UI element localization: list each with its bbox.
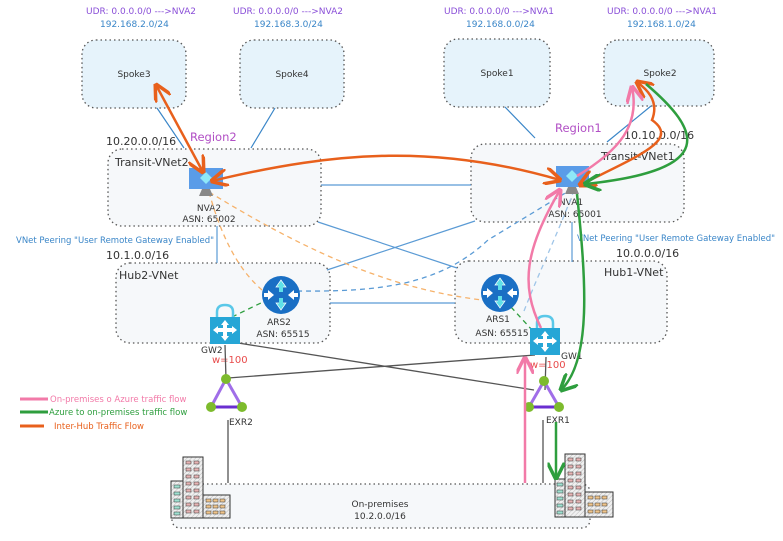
on-premises-cidr: 10.2.0.0/16 (354, 512, 406, 522)
transit-vnet2-label: Transit-VNet2 (114, 156, 189, 169)
spoke4-cidr: 192.168.3.0/24 (254, 20, 323, 30)
spoke1-udr: UDR: 0.0.0.0/0 --->NVA1 (444, 7, 554, 17)
ars1-label: ARS1 (486, 315, 510, 325)
spoke1-label: Spoke1 (480, 69, 513, 79)
flow-nva2-nva1 (212, 154, 560, 181)
spoke2-label: Spoke2 (643, 69, 676, 79)
ars2-icon[interactable] (262, 276, 300, 314)
azure-to-onprem-flow (556, 83, 689, 478)
gw1-icon[interactable] (530, 314, 560, 355)
bgp-session-lines (208, 191, 574, 331)
flow-spoke2-nva1 (585, 83, 689, 184)
ars1-icon[interactable] (481, 274, 519, 312)
spoke1-box[interactable] (443, 38, 551, 108)
spoke3-cidr: 192.168.2.0/24 (100, 20, 169, 30)
hub1-label: Hub1-VNet (604, 266, 664, 279)
spoke2[interactable]: UDR: 0.0.0.0/0 --->NVA1 192.168.1.0/24 S… (603, 7, 717, 107)
nva2-label: NVA2 (197, 204, 221, 214)
legend-label-inter-hub: Inter-Hub Traffic Flow (54, 422, 144, 432)
gw2-icon[interactable] (210, 303, 240, 344)
hub2-cidr: 10.1.0.0/16 (106, 249, 169, 262)
spoke4-udr: UDR: 0.0.0.0/0 --->NVA2 (233, 7, 343, 17)
gw2-weight: w=100 (212, 355, 248, 366)
transit-vnet2-cidr: 10.20.0.0/16 (106, 135, 176, 148)
exr2-label: EXR2 (229, 418, 253, 428)
nva1-asn: ASN: 65001 (548, 210, 601, 220)
building-icon-right (554, 453, 614, 518)
spoke1-cidr: 192.168.0.0/24 (466, 20, 535, 30)
spoke1[interactable]: UDR: 0.0.0.0/0 --->NVA1 192.168.0.0/24 S… (443, 7, 554, 108)
ars1-asn: ASN: 65515 (475, 329, 528, 339)
flow-gw1-nva1 (527, 190, 560, 329)
gw2-label: GW2 (201, 346, 223, 356)
exr1-label: EXR1 (546, 416, 570, 426)
region1-label: Region1 (555, 121, 602, 135)
spoke3-udr: UDR: 0.0.0.0/0 --->NVA2 (86, 7, 196, 17)
spoke3-label: Spoke3 (117, 70, 150, 80)
building-icon-left (170, 456, 231, 519)
inter-hub-flow (156, 82, 663, 185)
ars2-asn: ASN: 65515 (256, 330, 309, 340)
exr1-icon[interactable] (524, 376, 564, 412)
region2-label: Region2 (190, 130, 237, 144)
on-premises[interactable]: On-premises 10.2.0.0/16 (171, 483, 591, 529)
spoke4[interactable]: UDR: 0.0.0.0/0 --->NVA2 192.168.3.0/24 S… (233, 7, 345, 109)
flow-nva1-spoke2 (580, 82, 663, 185)
gw1-label: GW1 (561, 352, 583, 362)
spoke2-cidr: 192.168.1.0/24 (627, 20, 696, 30)
legend-label-azure-to-onprem: Azure to on-premises traffic flow (49, 408, 187, 418)
nva2-asn: ASN: 65002 (182, 215, 235, 225)
flow-nva1-exr1 (561, 193, 586, 390)
flow-spoke3-nva2 (156, 85, 203, 172)
peering-label-right: VNet Peering "User Remote Gateway Enable… (577, 234, 775, 244)
spoke2-udr: UDR: 0.0.0.0/0 --->NVA1 (607, 7, 717, 17)
hub1-cidr: 10.0.0.0/16 (616, 247, 679, 260)
spoke4-box[interactable] (239, 39, 345, 109)
on-premises-label: On-premises (352, 500, 409, 510)
legend-label-onprem-to-azure: On-premises o Azure traffic flow (50, 395, 186, 405)
gw1-weight: w=100 (530, 360, 566, 371)
spoke3[interactable]: UDR: 0.0.0.0/0 --->NVA2 192.168.2.0/24 S… (81, 7, 196, 109)
hub1-vnet[interactable]: 10.0.0.0/16 Hub1-VNet ARS1 ASN: 65515 GW… (454, 247, 679, 371)
legend: On-premises o Azure traffic flow Azure t… (20, 395, 187, 432)
nva1-label: NVA1 (559, 198, 583, 208)
flow-nva1-spoke2 (576, 87, 634, 178)
onprem-to-azure-flow (525, 87, 634, 483)
spoke4-label: Spoke4 (275, 70, 308, 80)
ars2-label: ARS2 (267, 318, 291, 328)
peering-label-left: VNet Peering "User Remote Gateway Enable… (16, 236, 214, 246)
hub2-label: Hub2-VNet (119, 269, 179, 282)
expressroute-lines (224, 341, 547, 483)
exr2-icon[interactable] (206, 374, 247, 412)
